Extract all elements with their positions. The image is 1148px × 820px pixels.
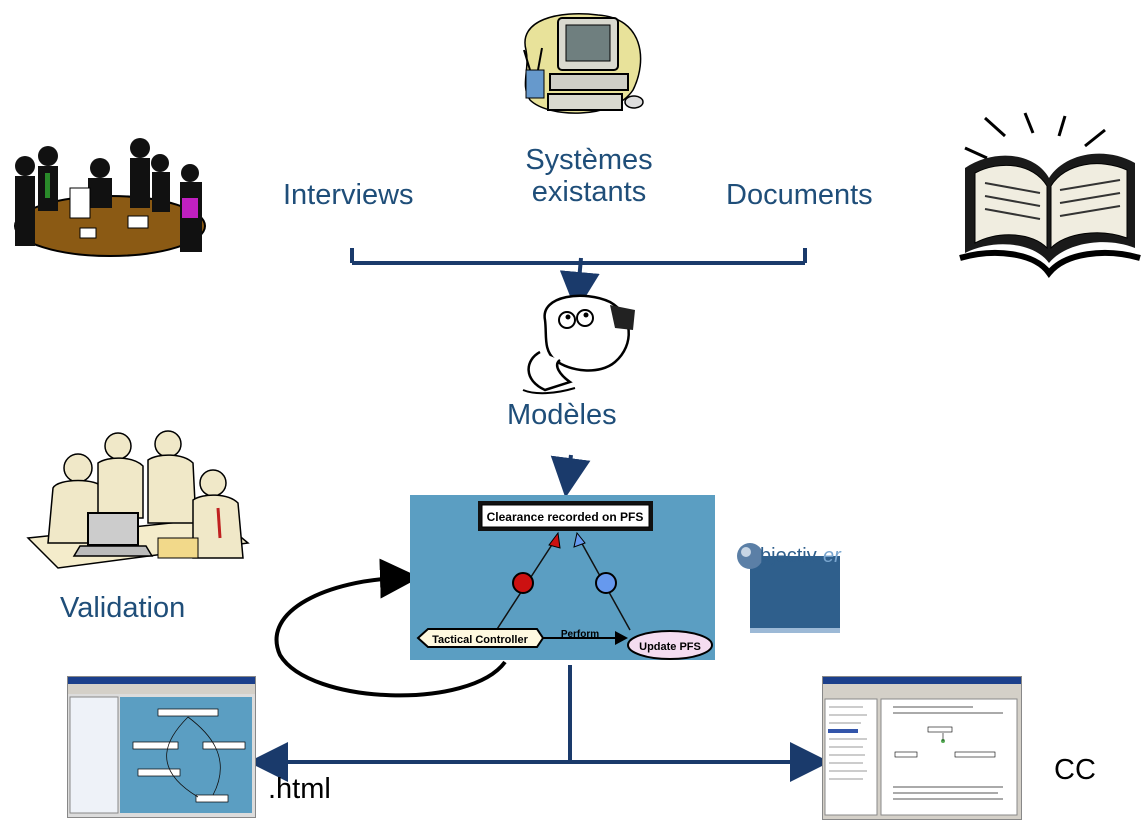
- operation-node: Update PFS: [639, 641, 701, 653]
- meeting-clipart-icon: [10, 128, 206, 260]
- model-diagram-panel: Clearance recorded on PFS Tactical Contr…: [410, 495, 715, 660]
- arrow-to-diagram: [550, 454, 591, 498]
- open-book-clipart-icon: [955, 108, 1143, 278]
- goal-node: Clearance recorded on PFS: [487, 510, 644, 524]
- validation-loop-arrow: [274, 558, 507, 698]
- systemes-existants-label: Systèmes existants: [505, 144, 673, 209]
- systemes-line1: Systèmes: [525, 144, 653, 176]
- blue-refinement-node: [595, 572, 617, 594]
- objectiver-logo: bjectiv er: [730, 508, 870, 638]
- interviews-label: Interviews: [283, 179, 414, 211]
- logo-text-er: er: [823, 545, 842, 567]
- sources-bracket: [350, 248, 807, 265]
- documents-label: Documents: [726, 179, 873, 211]
- logo-text-main: bjectiv: [760, 545, 817, 567]
- team-laptop-clipart-icon: [18, 428, 254, 576]
- red-refinement-node: [512, 572, 534, 594]
- validation-label: Validation: [60, 592, 186, 624]
- cc-output-label: CC: [1054, 754, 1096, 786]
- agent-node: Tactical Controller: [432, 634, 528, 646]
- systemes-line2: existants: [531, 175, 647, 208]
- relation-label: Perform: [561, 629, 599, 640]
- thinker-clipart-icon: [515, 290, 643, 398]
- computer-clipart-icon: [518, 10, 648, 122]
- document-screenshot-icon[interactable]: [822, 676, 1022, 820]
- webpage-screenshot-icon[interactable]: [67, 676, 256, 818]
- arrow-to-modeler: [559, 257, 600, 312]
- modeles-label: Modèles: [507, 399, 617, 431]
- output-branches: [270, 665, 808, 764]
- html-output-label: .html: [268, 773, 331, 805]
